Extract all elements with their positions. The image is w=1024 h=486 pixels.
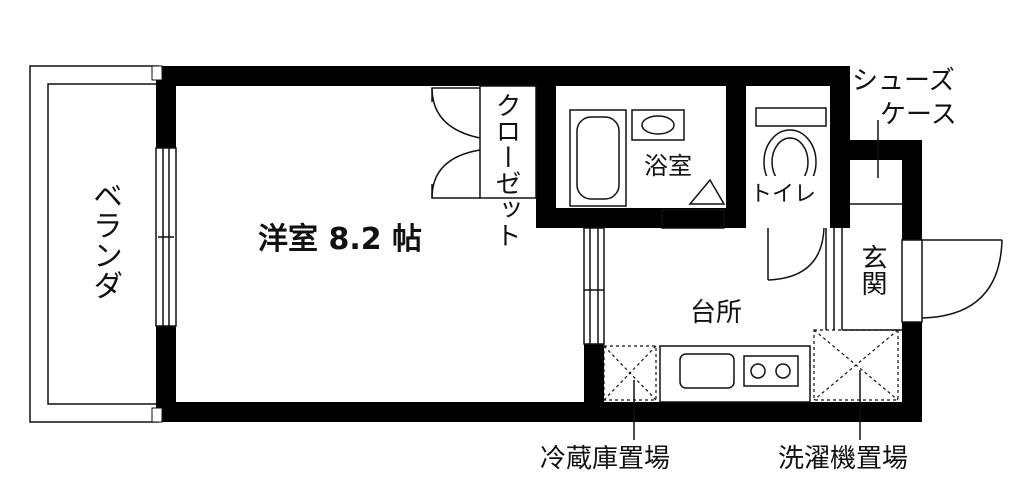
entrance-door <box>901 239 1003 323</box>
walls <box>156 66 922 422</box>
kitchen-sliding-door <box>583 227 605 345</box>
bathroom-fixtures <box>569 109 726 229</box>
fridge-space-label: 冷蔵庫置場 <box>540 444 671 474</box>
western-room-label: 洋室 8.2 帖 <box>258 222 423 257</box>
fridge-space <box>603 345 657 401</box>
shoe-case <box>850 120 902 205</box>
washer-space <box>813 329 899 401</box>
kitchen-label: 台所 <box>690 298 743 328</box>
kitchen-counter <box>659 345 811 403</box>
closet-label: クローゼット <box>491 92 521 248</box>
closet-doors <box>431 85 537 199</box>
toilet-label: トイレ <box>750 176 817 208</box>
washer-space-label: 洗濯機置場 <box>778 444 909 474</box>
window-left <box>155 147 177 327</box>
wall-marks <box>151 65 163 423</box>
kitchen-pillar <box>584 388 604 402</box>
bathroom-label: 浴室 <box>644 152 692 180</box>
shoe-case-label-line1: シューズ <box>852 66 955 96</box>
entrance-label: 玄関 <box>857 244 887 296</box>
shoe-case-label-line2: ケース <box>880 100 957 130</box>
veranda-label: ベランダ <box>87 180 122 300</box>
toilet-door <box>767 227 825 281</box>
